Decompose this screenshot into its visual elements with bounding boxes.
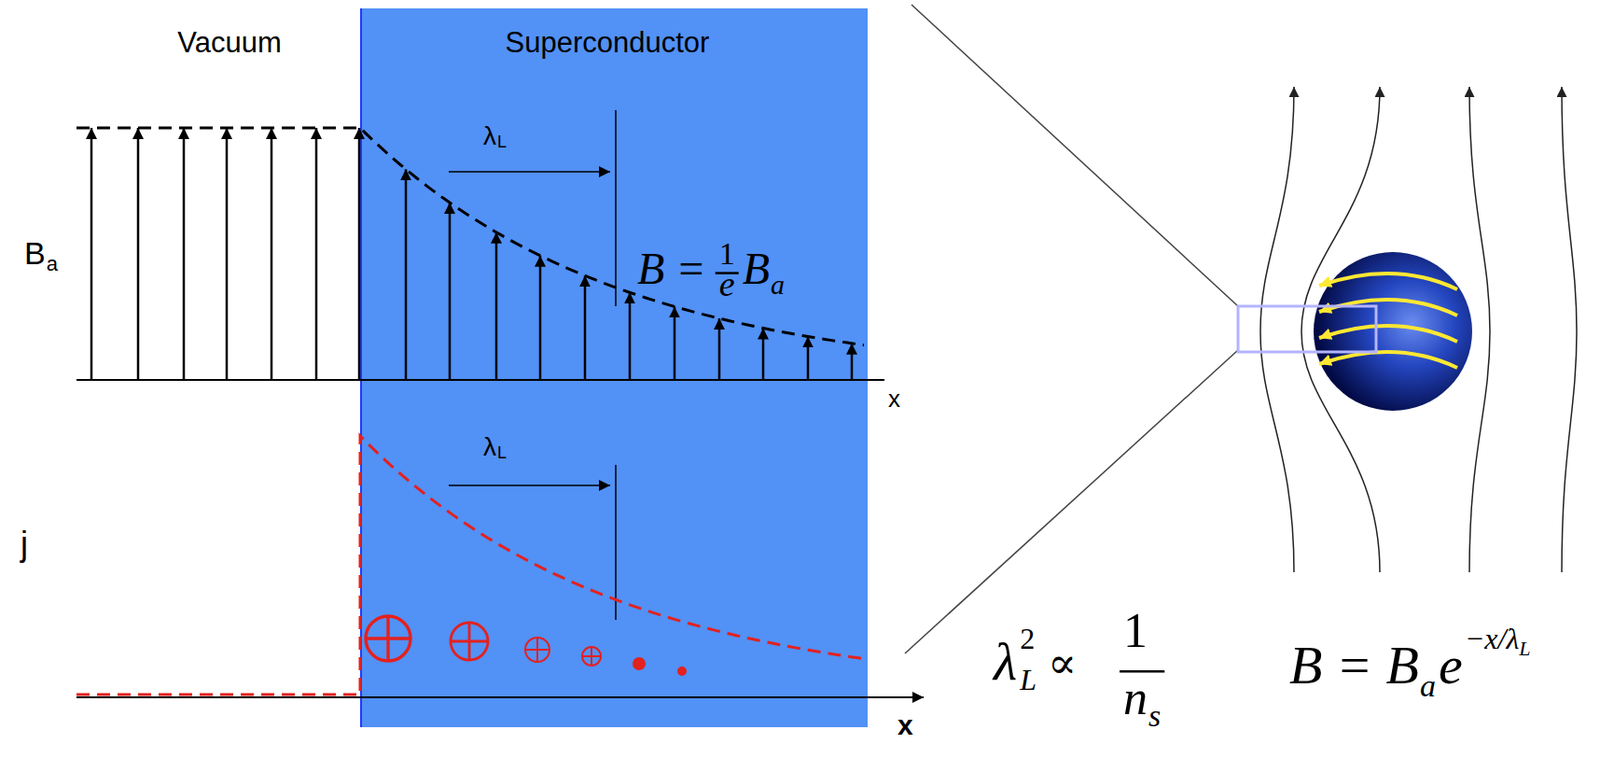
- field-arrow: [270, 127, 274, 380]
- formula-superscript: −x/λ: [1464, 623, 1520, 654]
- axis-line: [76, 695, 924, 698]
- current-symbol: [677, 666, 687, 676]
- field-arrow: [404, 168, 408, 380]
- formula-symbol: ∝: [1047, 641, 1077, 685]
- axis-label: B: [24, 236, 46, 269]
- field-arrow: [539, 255, 543, 380]
- field-arrow: [850, 343, 854, 380]
- field-arrow: [315, 127, 319, 380]
- fraction-bar: [1119, 669, 1165, 673]
- screening-current: [1319, 351, 1458, 368]
- length-label: λ: [483, 433, 497, 460]
- superconducting-sphere: [1313, 251, 1473, 411]
- field-arrow: [448, 202, 452, 380]
- field-arrow: [495, 232, 499, 380]
- field-arrow: [718, 318, 722, 380]
- field-arrow: [137, 127, 140, 380]
- axis-subscript: a: [46, 253, 58, 275]
- current-symbol: [450, 622, 488, 660]
- length-marker: [614, 464, 617, 620]
- length-marker: [614, 110, 617, 307]
- current-curve: [76, 435, 864, 695]
- length-subscript: L: [497, 133, 507, 151]
- current-symbol: [365, 615, 411, 661]
- field-arrow: [584, 275, 587, 380]
- zoom-line: [911, 4, 1239, 307]
- length-arrow: [448, 170, 611, 173]
- region-label: Vacuum: [177, 27, 281, 57]
- formula-text: e: [1438, 638, 1463, 693]
- length-arrow: [448, 484, 611, 487]
- formula-subscript: a: [1419, 669, 1436, 702]
- screening-current: [1319, 273, 1458, 290]
- field-line: [1469, 86, 1490, 572]
- formula-text: B: [742, 246, 770, 292]
- formula-subscript: L: [1019, 664, 1037, 695]
- formula-subscript: a: [770, 270, 785, 299]
- superconductor-region: [360, 8, 868, 727]
- field-arrow: [628, 292, 632, 380]
- axis-label: x: [888, 386, 901, 411]
- field-line: [1561, 86, 1577, 572]
- field-line: [1260, 86, 1294, 572]
- zoom-line: [904, 349, 1239, 654]
- formula-text: B = B: [1289, 638, 1420, 693]
- formula-superscript: 2: [1019, 623, 1035, 654]
- current-symbol: [632, 656, 646, 670]
- current-symbol: [525, 637, 550, 662]
- field-arrow: [182, 127, 186, 380]
- fraction-numerator: 1: [719, 237, 736, 270]
- fraction-numerator: 1: [1123, 606, 1148, 655]
- fraction-denominator: n: [1123, 673, 1148, 723]
- current-symbol: [582, 646, 601, 666]
- length-subscript: L: [497, 444, 507, 461]
- axis-label: x: [897, 710, 914, 739]
- length-label: λ: [483, 123, 497, 150]
- formula-subscript: L: [1518, 638, 1531, 659]
- formula-text: B =: [637, 246, 707, 292]
- field-envelope: [76, 127, 864, 346]
- field-arrow: [806, 335, 810, 380]
- screening-current: [1319, 325, 1458, 342]
- formula-subscript: s: [1148, 699, 1161, 732]
- field-arrow: [225, 127, 229, 380]
- field-arrow: [673, 306, 677, 380]
- field-arrow: [762, 328, 766, 380]
- field-arrow: [90, 127, 94, 380]
- fraction-denominator: e: [719, 265, 736, 302]
- field-arrow: [358, 127, 362, 380]
- zoom-box: [1238, 306, 1377, 352]
- axis-label: j: [20, 527, 28, 561]
- region-label: Superconductor: [505, 27, 710, 57]
- formula-text: λ: [993, 634, 1017, 689]
